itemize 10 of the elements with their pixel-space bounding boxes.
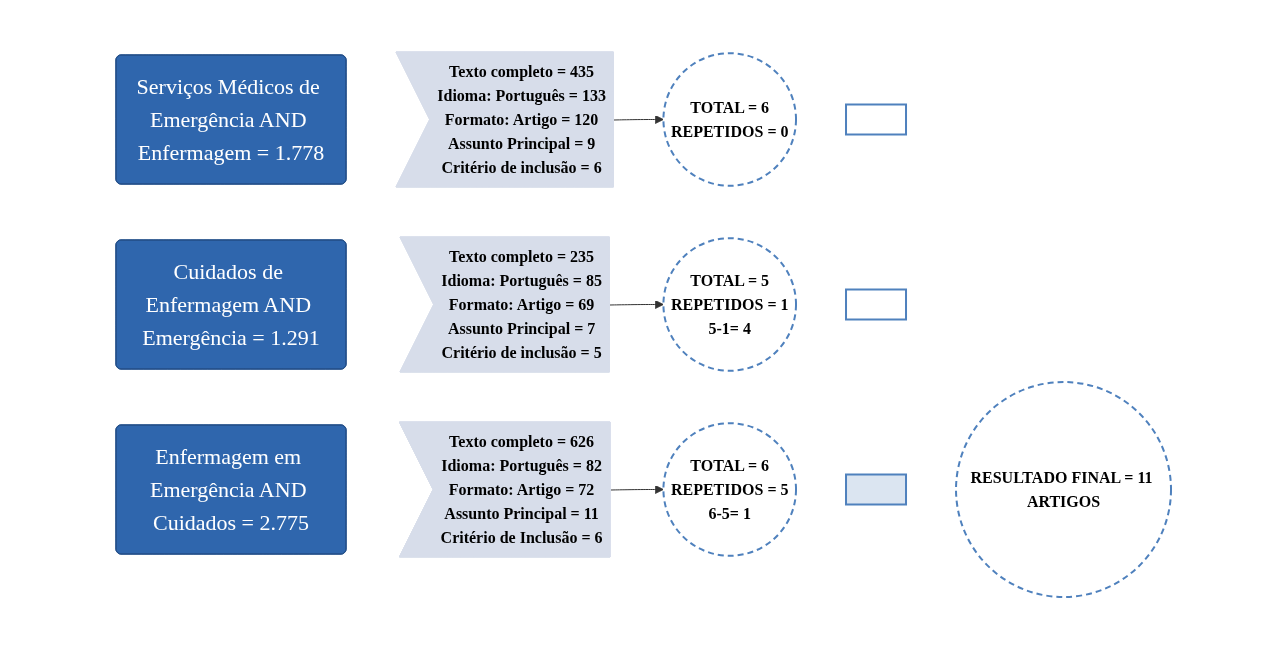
node-circle: TOTAL = 6 REPETIDOS = 5 6-5= 1 <box>662 422 798 557</box>
node-plus <box>845 288 908 321</box>
node-circle: RESULTADO FINAL = 11 ARTIGOS <box>955 381 1173 598</box>
node-equals <box>845 473 908 506</box>
node-circle: TOTAL = 6 REPETIDOS = 0 <box>662 52 798 187</box>
arrow <box>609 300 665 309</box>
node-plus <box>845 103 908 136</box>
node-circle: TOTAL = 5 REPETIDOS = 1 5-1= 4 <box>662 237 798 372</box>
arrow <box>610 485 665 494</box>
arrow <box>613 115 665 124</box>
